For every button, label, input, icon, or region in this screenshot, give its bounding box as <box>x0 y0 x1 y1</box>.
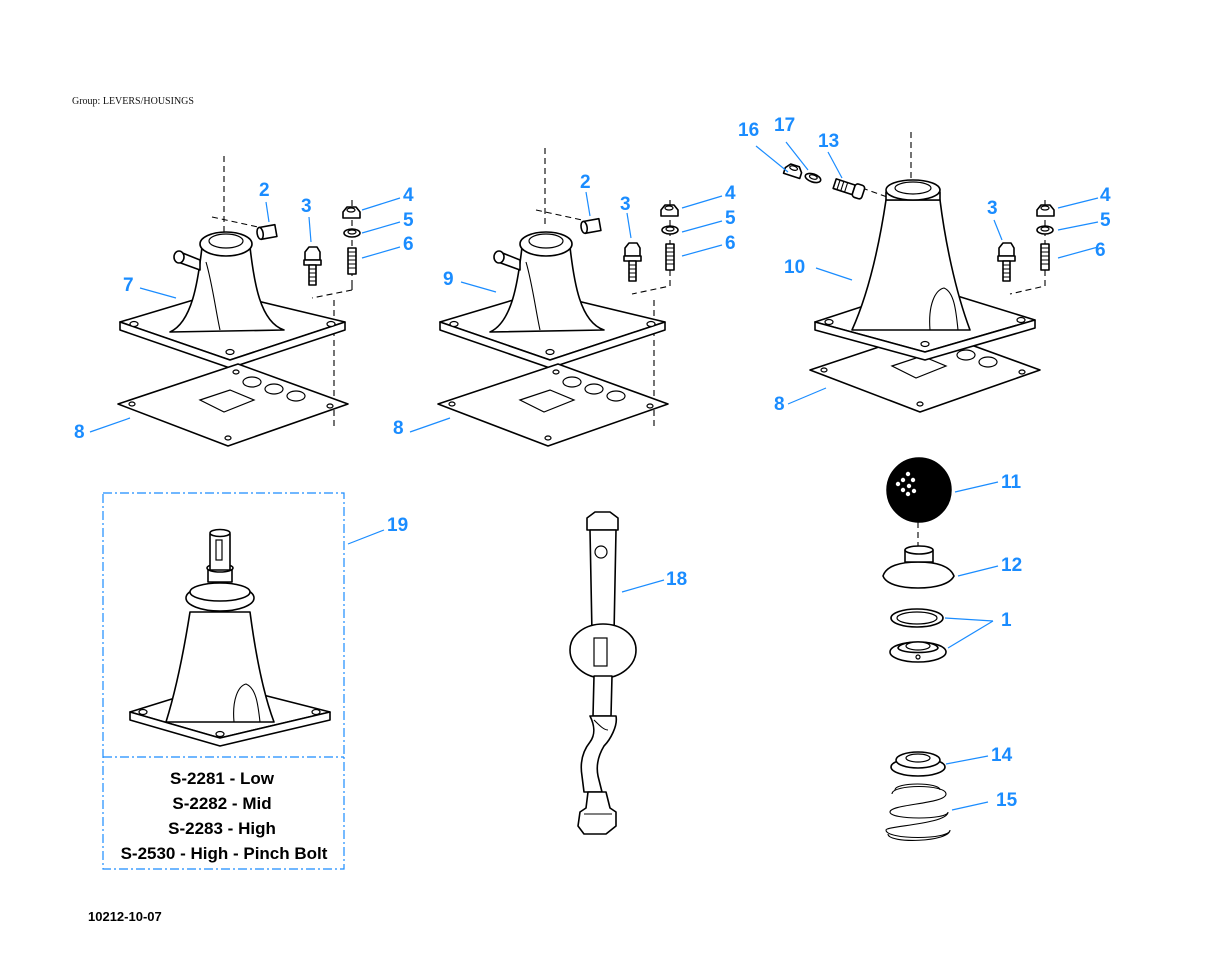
callout-3: 3 <box>301 196 312 217</box>
callout-7: 7 <box>123 275 134 296</box>
callout-5: 5 <box>725 208 736 229</box>
variant-item: S-2530 - High - Pinch Bolt <box>121 844 328 863</box>
assembly-c <box>782 132 1055 413</box>
variant-item: S-2281 - Low <box>170 769 275 788</box>
variant-item: S-2283 - High <box>168 819 276 838</box>
doc-number: 10212-10-07 <box>88 909 162 924</box>
callout-10: 10 <box>784 257 805 278</box>
callouts: 2 3 4 5 6 7 8 2 3 4 5 6 9 8 16 17 13 3 4… <box>74 115 1111 811</box>
spring-stack <box>885 751 951 841</box>
callout-8: 8 <box>774 394 785 415</box>
callout-17: 17 <box>774 115 795 136</box>
callout-12: 12 <box>1001 555 1022 576</box>
callout-2: 2 <box>580 172 591 193</box>
group-label: Group: LEVERS/HOUSINGS <box>72 96 194 107</box>
callout-16: 16 <box>738 120 759 141</box>
callout-8: 8 <box>74 422 85 443</box>
leader-lines <box>89 141 1099 811</box>
knob-stack <box>882 457 955 663</box>
callout-4: 4 <box>403 185 414 206</box>
callout-5: 5 <box>403 210 414 231</box>
shift-lever <box>569 511 637 835</box>
assembly-a <box>117 156 361 447</box>
callout-3: 3 <box>620 194 631 215</box>
callout-2: 2 <box>259 180 270 201</box>
callout-11: 11 <box>1001 472 1022 493</box>
callout-15: 15 <box>996 790 1018 811</box>
variant-box <box>102 492 345 870</box>
callout-13: 13 <box>818 131 839 152</box>
variant-list: S-2281 - Low S-2282 - Mid S-2283 - High … <box>121 769 328 863</box>
assembly-b <box>437 148 679 447</box>
callout-6: 6 <box>1095 240 1106 261</box>
variant-item: S-2282 - Mid <box>172 794 271 813</box>
callout-4: 4 <box>725 183 736 204</box>
callout-5: 5 <box>1100 210 1111 231</box>
callout-9: 9 <box>443 269 454 290</box>
callout-6: 6 <box>403 234 414 255</box>
callout-19: 19 <box>387 515 408 536</box>
callout-6: 6 <box>725 233 736 254</box>
callout-1: 1 <box>1001 610 1012 631</box>
callout-4: 4 <box>1100 185 1111 206</box>
callout-8: 8 <box>393 418 404 439</box>
callout-3: 3 <box>987 198 998 219</box>
callout-18: 18 <box>666 569 687 590</box>
callout-14: 14 <box>991 745 1013 766</box>
